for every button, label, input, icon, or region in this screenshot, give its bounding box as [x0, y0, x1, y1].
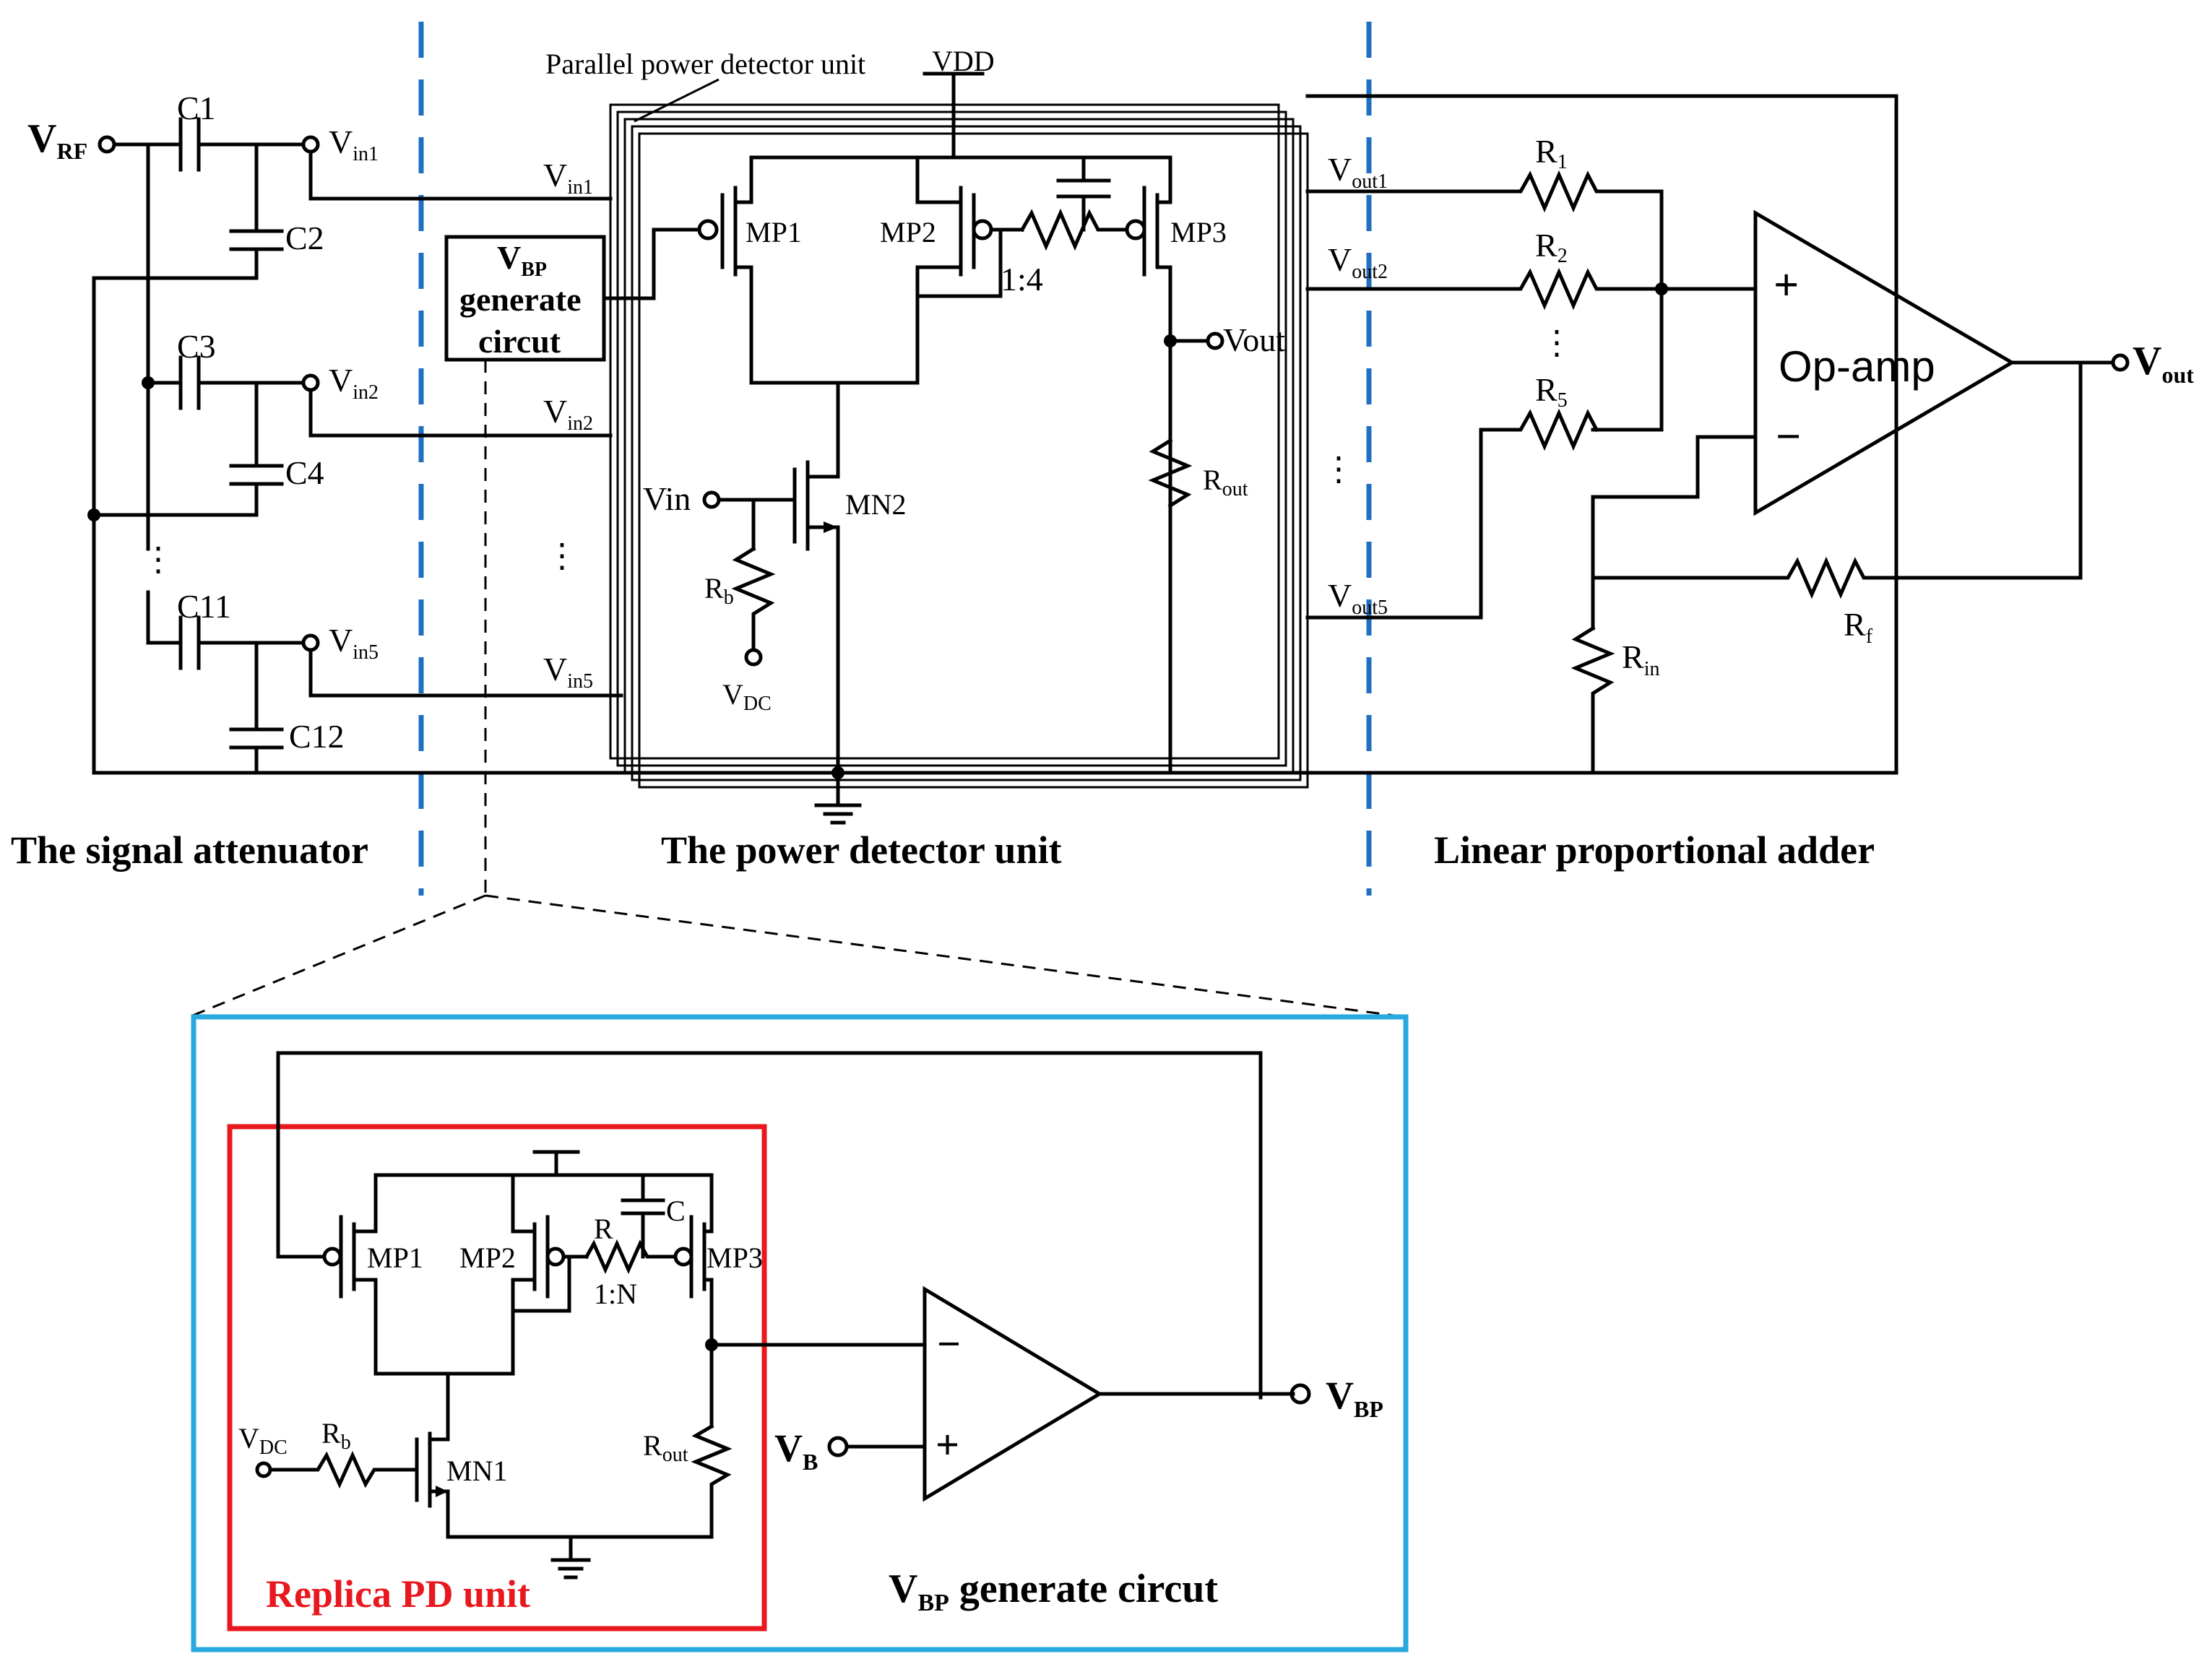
vout1-label: Vout1 [1328, 151, 1388, 193]
rb-replica-label: Rb [321, 1417, 351, 1454]
vin-node-label: Vin [643, 480, 691, 517]
c4-label: C4 [285, 454, 324, 491]
c12-label: C12 [289, 718, 345, 755]
vin5-bus-label: Vin5 [543, 651, 593, 693]
replica-title: Replica PD unit [266, 1572, 530, 1616]
mn1-label: MN1 [446, 1455, 507, 1487]
opamp-plus: + [1774, 261, 1799, 310]
vb-label: VB [774, 1426, 818, 1475]
rf-label: Rf [1844, 606, 1873, 648]
mp3-replica-label: MP3 [707, 1242, 763, 1274]
svg-text:generate: generate [459, 281, 582, 318]
vin1-bus-label: Vin1 [543, 157, 593, 199]
vout-node-label: Vout [1223, 321, 1285, 358]
c2-label: C2 [285, 220, 324, 256]
opamp-minus: − [1776, 412, 1801, 462]
rout-replica-label: Rout [643, 1429, 688, 1466]
mp2-replica-label: MP2 [459, 1242, 516, 1274]
rin-label: Rin [1622, 638, 1659, 680]
vbp-out-label: VBP [1326, 1374, 1383, 1422]
c-replica-label: C [666, 1195, 686, 1227]
vin2-label: Vin2 [329, 362, 379, 404]
mn2-label: MN2 [845, 488, 906, 521]
r1-label: R1 [1535, 133, 1568, 173]
vdc-replica-label: VDC [238, 1422, 288, 1459]
rout-label: Rout [1203, 464, 1248, 500]
r5-label: R5 [1535, 371, 1568, 412]
r-dots: ⋮ [1540, 324, 1573, 361]
vin2-terminal [301, 373, 320, 392]
vin1-label: Vin1 [329, 124, 379, 165]
vout5-label: Vout5 [1328, 577, 1388, 619]
vbp-generate-block: VBP generate circut [444, 228, 696, 362]
parallel-unit-label: Parallel power detector unit [545, 48, 865, 80]
vin5-label: Vin5 [329, 622, 379, 664]
ratio-main-label: 1:4 [1001, 261, 1043, 298]
attenuator-dots: ⋮ [142, 541, 175, 578]
vout-dots: ⋮ [1322, 451, 1355, 488]
svg-text:circut: circut [478, 323, 561, 360]
svg-text:VBP: VBP [497, 239, 547, 281]
rb-label: Rb [704, 572, 734, 609]
vbp-zoom-box [191, 1014, 1409, 1652]
signal-attenuator: VRF ⋮ C1 Vin1 C2 C3 Vin2 [27, 90, 1898, 775]
section-attenuator: The signal attenuator [11, 828, 368, 872]
power-detector-core: MP1 MP2 1:4 MP3 Vout Rout [643, 155, 1285, 825]
power-detector-frames [609, 103, 1309, 789]
vin2-bus-label: Vin2 [543, 393, 593, 435]
section-detector: The power detector unit [661, 828, 1061, 872]
replica-pd-circuit: MP1 MP2 R 1:N C MP3 Rout [238, 1051, 1263, 1580]
c11-label: C11 [177, 588, 231, 625]
mp1-label: MP1 [746, 216, 802, 248]
section-adder: Linear proportional adder [1434, 828, 1875, 872]
mp3-label: MP3 [1170, 216, 1227, 248]
vin5-terminal [301, 633, 320, 652]
replica-box [227, 1124, 767, 1632]
opamp-label: Op-amp [1779, 342, 1935, 391]
vdc-label: VDC [722, 678, 772, 715]
vrf-terminal [98, 135, 116, 154]
vin-dots: ⋮ [545, 537, 579, 574]
r2-label: R2 [1535, 227, 1568, 267]
vbp-opamp: − + VBP VB [774, 1286, 1383, 1502]
r-replica-label: R [594, 1213, 613, 1245]
vout2-label: Vout2 [1328, 241, 1388, 283]
c3-label: C3 [177, 328, 216, 365]
vin1-terminal [301, 135, 320, 154]
vrf-label: VRF [27, 116, 87, 164]
vbp-circuit-title: VBP generate circut [889, 1566, 1218, 1616]
mp1-replica-label: MP1 [367, 1242, 423, 1274]
mp2-label: MP2 [880, 216, 936, 248]
vbp-opamp-minus: − [937, 1320, 961, 1367]
ratio-replica-label: 1:N [594, 1278, 637, 1310]
c1-label: C1 [177, 90, 216, 126]
vbp-opamp-plus: + [936, 1421, 959, 1468]
linear-adder: Vout1 Vout2 Vout5 ⋮ R1 R2 ⋮ R5 Op-amp + … [1305, 133, 2194, 775]
vout-final-label: Vout [2133, 339, 2194, 388]
